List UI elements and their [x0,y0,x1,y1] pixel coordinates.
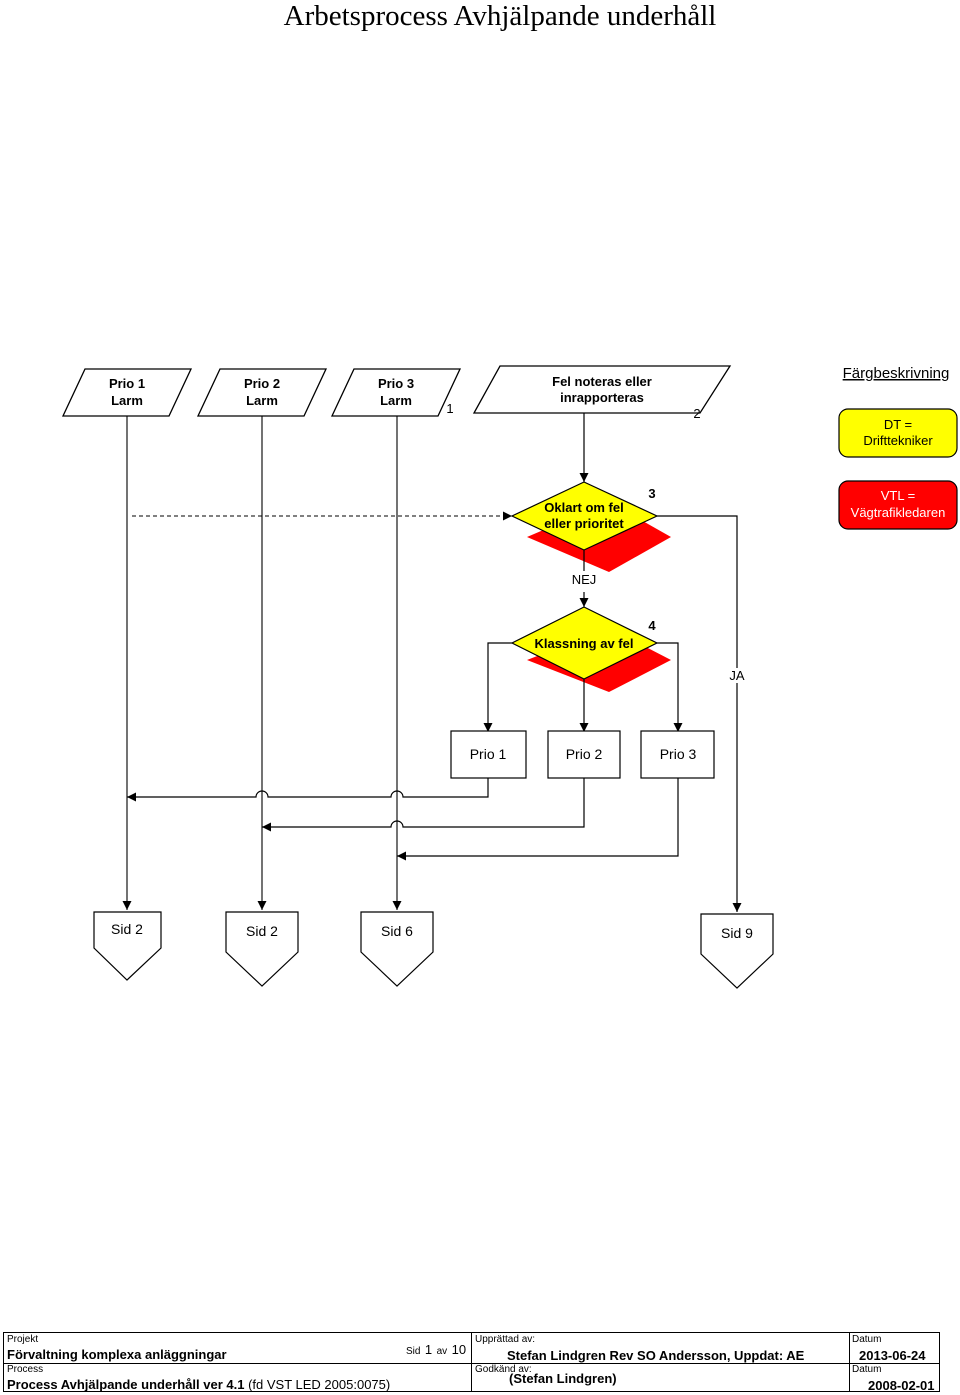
prio3-box-label: Prio 3 [660,746,697,762]
decision2-label: Klassning av fel [535,636,634,651]
process-value: Process Avhjälpande underhåll ver 4.1 (f… [7,1377,390,1392]
arrow-to-prio3 [657,642,683,732]
input-prio1-larm: Prio 1 Larm [61,368,193,417]
input-prio1-line1: Prio 1 [109,376,145,391]
process-label: Process [7,1364,44,1375]
projekt-label: Projekt [7,1334,39,1345]
input-prio2-line2: Larm [246,393,278,408]
title-block-col-divider-2 [849,1333,850,1391]
fault-box-line2: inrapporteras [560,390,644,405]
page-title: Arbetsprocess Avhjälpande underhåll [283,0,717,32]
page-counter: Sid 1 av 10 [406,1341,466,1359]
page-counter-av: av [436,1346,448,1357]
datum-value-2: 2008-02-01 [868,1378,935,1393]
label-ja: JA [729,668,745,683]
offpage-sid9: Sid 9 [700,913,774,989]
datum-label-1: Datum [852,1334,882,1345]
upprattad-value: Stefan Lindgren Rev SO Andersson, Uppdat… [507,1348,805,1363]
input-prio2-line1: Prio 2 [244,376,280,391]
input-prio3-larm: Prio 3 Larm [330,368,462,417]
legend-dt: DT = Drifttekniker [838,408,958,458]
route-prio1 [127,778,489,802]
godkand-value: (Stefan Lindgren) [509,1371,617,1386]
fault-reported-box: Fel noteras eller inrapporteras [472,365,732,414]
offpage-sid2-b-label: Sid 2 [246,923,278,939]
godkand-label: Godkänd av: [475,1364,532,1375]
title-block-col-divider-1 [471,1333,472,1391]
datum-value-1: 2013-06-24 [859,1348,926,1363]
arrow-to-prio1 [483,642,512,732]
fault-box-line1: Fel noteras eller [552,374,652,389]
upprattad-label: Upprättad av: [475,1334,536,1345]
arrow-ja [657,515,742,912]
offpage-sid9-label: Sid 9 [721,925,753,941]
prio2-box: Prio 2 [547,730,621,779]
label-nej: NEJ [572,572,597,587]
page-counter-total: 10 [451,1342,467,1357]
process-value-note: (fd VST LED 2005:0075) [248,1377,391,1392]
legend-vtl-line1: VTL = [881,488,916,503]
datum-label-2: Datum [852,1364,882,1375]
input-prio3-line2: Larm [380,393,412,408]
title-block: Projekt Förvaltning komplexa anläggninga… [3,1332,940,1393]
flowchart: Prio 1 Larm Prio 2 Larm Prio 3 Larm 1 Fe… [61,365,958,989]
ja-label-bg: JA [729,668,745,683]
prio3-box: Prio 3 [640,730,715,779]
decision-klassning: Klassning av fel [510,606,671,692]
input-prio3-line1: Prio 3 [378,376,414,391]
process-value-main: Process Avhjälpande underhåll ver 4.1 [7,1377,245,1392]
projekt-value: Förvaltning komplexa anläggningar [7,1347,227,1362]
prio1-box: Prio 1 [450,730,527,779]
route-prio3 [397,778,679,861]
offpage-sid6-label: Sid 6 [381,923,413,939]
legend-vtl-line2: Vägtrafikledaren [851,505,946,520]
legend-dt-line1: DT = [884,417,912,432]
input-prio1-line2: Larm [111,393,143,408]
decision1-line1: Oklart om fel [544,500,623,515]
offpage-sid6: Sid 6 [360,911,434,987]
input-prio2-larm: Prio 2 Larm [196,368,328,417]
legend-dt-line2: Drifttekniker [863,433,933,448]
prio2-box-label: Prio 2 [566,746,603,762]
step-number-4: 4 [648,618,656,633]
page-counter-current: 1 [424,1342,433,1357]
route-prio2 [262,778,585,832]
decision-oklart: Oklart om fel eller prioritet [510,481,671,572]
page-counter-prefix: Sid [406,1346,421,1357]
offpage-sid2-a: Sid 2 [93,911,162,981]
step-number-2: 2 [693,406,700,421]
step-number-3: 3 [648,486,655,501]
offpage-sid2-b: Sid 2 [225,911,299,987]
step-number-1: 1 [446,401,453,416]
legend-vtl: VTL = Vägtrafikledaren [838,480,958,530]
decision1-line2: eller prioritet [544,516,624,531]
offpage-sid2-a-label: Sid 2 [111,921,143,937]
prio1-box-label: Prio 1 [470,746,507,762]
legend-title: Färgbeskrivning [843,365,950,382]
